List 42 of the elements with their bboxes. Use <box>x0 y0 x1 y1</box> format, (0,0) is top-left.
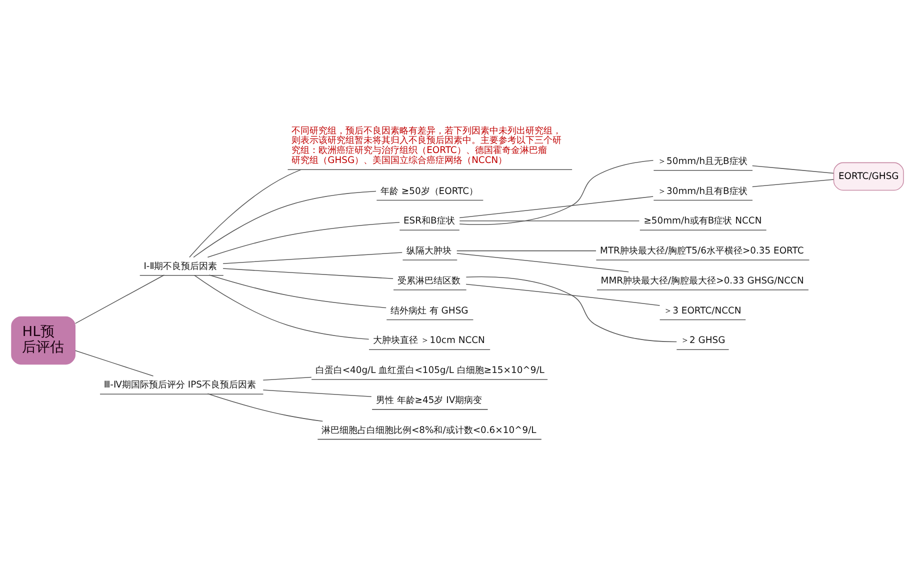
connector <box>207 393 324 422</box>
connector <box>262 376 312 380</box>
node-text: ＞2 GHSG <box>680 335 726 346</box>
connector <box>752 179 834 188</box>
connector <box>208 274 386 308</box>
connector <box>193 190 376 258</box>
node-box: HL预后评估 <box>11 316 76 365</box>
connector <box>207 222 400 258</box>
node-text: 淋巴细胞占白细胞比例<8%和/或计数<0.6×10^9/L <box>321 424 536 436</box>
connector <box>74 274 165 324</box>
connector <box>752 165 834 174</box>
connector <box>459 160 654 225</box>
node-text: 年龄 ≥50岁（EORTC） <box>380 186 478 197</box>
node-text: 男性 年龄≥45岁 IV期病变 <box>376 394 482 406</box>
connector <box>459 220 640 222</box>
connector <box>456 250 596 252</box>
node-text: MMR肿块最大径/胸腔最大径>0.33 GHSG/NCCN <box>600 275 804 286</box>
node-text: ESR和B症状 <box>403 216 455 227</box>
node-text: ≥50mm/h或有B症状 NCCN <box>644 216 762 227</box>
connector <box>262 390 372 398</box>
connector <box>194 274 370 340</box>
node-text: 纵隔大肿块 <box>406 246 452 257</box>
connector <box>466 284 660 306</box>
node-text: ＞3 EORTC/NCCN <box>664 305 742 316</box>
connector <box>459 196 654 218</box>
node-text: Ⅰ-Ⅱ期不良预后因素 <box>144 260 218 272</box>
node-text: MTR肿块最大径/胸腔T5/6水平横径>0.35 EORTC <box>600 246 804 257</box>
connector <box>74 350 154 376</box>
connector <box>466 276 677 342</box>
node-text: ＞50mm/h且无B症状 <box>658 156 748 167</box>
node-text: Ⅲ-Ⅳ期国际预后评分 IPS不良预后因素 <box>104 380 256 391</box>
node-text: 受累淋巴结区数 <box>397 275 460 286</box>
node-text: 大肿块直径 ＞10cm NCCN <box>372 335 485 346</box>
node-text: ＞30mm/h且有B症状 <box>658 186 748 197</box>
connector <box>456 253 629 272</box>
connector <box>222 252 402 264</box>
connector <box>222 268 394 279</box>
node-text: 结外病灶 有 GHSG <box>390 305 468 316</box>
node-text: 不同研究组，预后不良因素略有差异，若下列因素中未列出研究组，则表示该研究组暂未将其归入不良预后因素中。主要参考以下三个研究组：欧洲癌症研究与治疗组织（EORTC）、德国霍奇金淋巴瘤研究组（GHSG）、美国国立综合癌症网络（NCCN） <box>292 125 562 166</box>
node-text: 白蛋白<40g/L 血红蛋白<105g/L 白细胞≥15×10^9/L <box>315 365 544 376</box>
connector <box>189 169 302 258</box>
node-box: EORTC/GHSG <box>833 162 904 191</box>
